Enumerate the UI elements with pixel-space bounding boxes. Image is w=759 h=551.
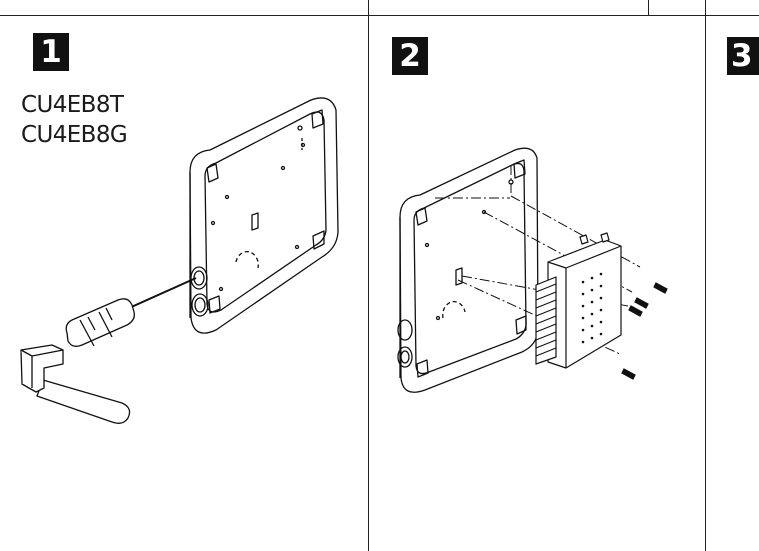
hammer-illustration bbox=[20, 344, 131, 424]
step-3-badge: 3 bbox=[727, 37, 759, 75]
step-2-badge: 2 bbox=[392, 37, 428, 75]
panel-1-enclosure-illustration bbox=[189, 97, 339, 334]
screwdriver-illustration bbox=[65, 277, 197, 347]
terminal-module-illustration bbox=[535, 232, 622, 369]
model-code-ct4eb8t: CU4EB8T bbox=[21, 92, 124, 118]
panel-2-enclosure-illustration bbox=[397, 147, 539, 393]
model-code-list: CU4EB8T CU4EB8G bbox=[21, 90, 128, 150]
terminal-pins bbox=[535, 283, 557, 357]
model-code-ct4eb8g: CU4EB8G bbox=[21, 122, 128, 148]
module-grid bbox=[581, 272, 603, 344]
screws-illustration bbox=[621, 282, 668, 380]
step-1-badge: 1 bbox=[33, 33, 69, 71]
